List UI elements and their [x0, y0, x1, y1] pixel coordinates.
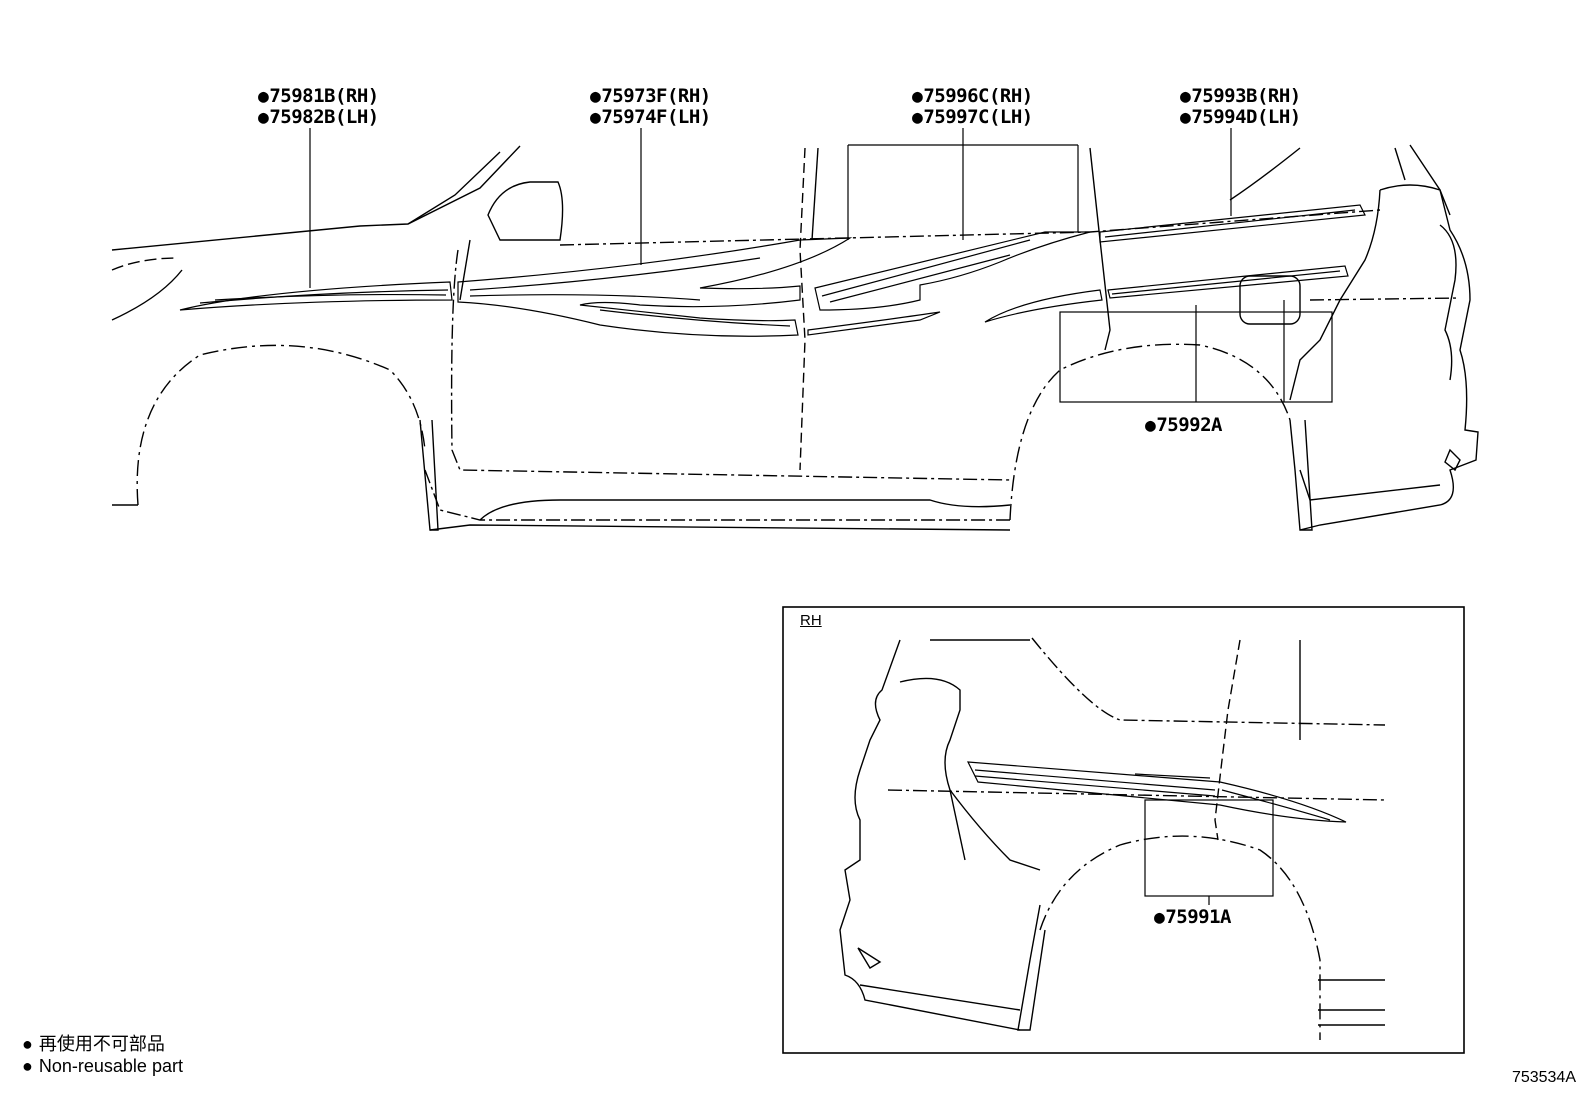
non-reusable-bullet-icon: ● [1180, 86, 1191, 107]
inset-title: RH [800, 612, 822, 629]
part-number-lh: 75974F(LH) [601, 106, 711, 128]
legend-japanese: ●再使用不可部品 [22, 1030, 165, 1056]
part-number-lh: 75997C(LH) [923, 106, 1033, 128]
inset-stripe-graphics [966, 761, 1347, 823]
non-reusable-bullet-icon: ● [22, 1034, 33, 1054]
non-reusable-bullet-icon: ● [590, 86, 601, 107]
callout-75993b-75994d: ●75993B(RH) ●75994D(LH) [1180, 85, 1301, 129]
non-reusable-bullet-icon: ● [258, 86, 269, 107]
part-number-lh: 75982B(LH) [269, 106, 379, 128]
part-number-lh: 75994D(LH) [1191, 106, 1301, 128]
legend-english: ●Non-reusable part [22, 1056, 183, 1077]
non-reusable-bullet-icon: ● [1180, 107, 1191, 128]
non-reusable-bullet-icon: ● [1145, 415, 1156, 436]
main-leader-lines [309, 128, 1333, 403]
non-reusable-bullet-icon: ● [912, 107, 923, 128]
legend-text-en: Non-reusable part [38, 1056, 183, 1076]
non-reusable-bullet-icon: ● [22, 1056, 33, 1076]
part-number-rh: 75973F(RH) [601, 85, 711, 107]
non-reusable-bullet-icon: ● [590, 107, 601, 128]
inset-frame [782, 606, 1465, 1054]
part-number: 75991A [1165, 906, 1231, 928]
part-number-rh: 75981B(RH) [269, 85, 379, 107]
diagram-id: 753534A [1511, 1069, 1576, 1086]
part-number-rh: 75996C(RH) [923, 85, 1033, 107]
callout-75991a: ●75991A [1154, 906, 1231, 929]
non-reusable-bullet-icon: ● [912, 86, 923, 107]
non-reusable-bullet-icon: ● [258, 107, 269, 128]
part-number: 75992A [1156, 414, 1222, 436]
callout-75996c-75997c: ●75996C(RH) ●75997C(LH) [912, 85, 1033, 129]
callout-75981b-75982b: ●75981B(RH) ●75982B(LH) [258, 85, 379, 129]
main-vehicle-outline [111, 144, 1479, 531]
callout-75973f-75974f: ●75973F(RH) ●75974F(LH) [590, 85, 711, 129]
part-number-rh: 75993B(RH) [1191, 85, 1301, 107]
legend-text-ja: 再使用不可部品 [38, 1034, 165, 1054]
main-stripe-graphics [179, 204, 1366, 337]
non-reusable-bullet-icon: ● [1154, 907, 1165, 928]
inset-vehicle-outline [839, 637, 1386, 1040]
callout-75992a: ●75992A [1145, 414, 1222, 437]
inset-leader-lines [1144, 799, 1274, 905]
